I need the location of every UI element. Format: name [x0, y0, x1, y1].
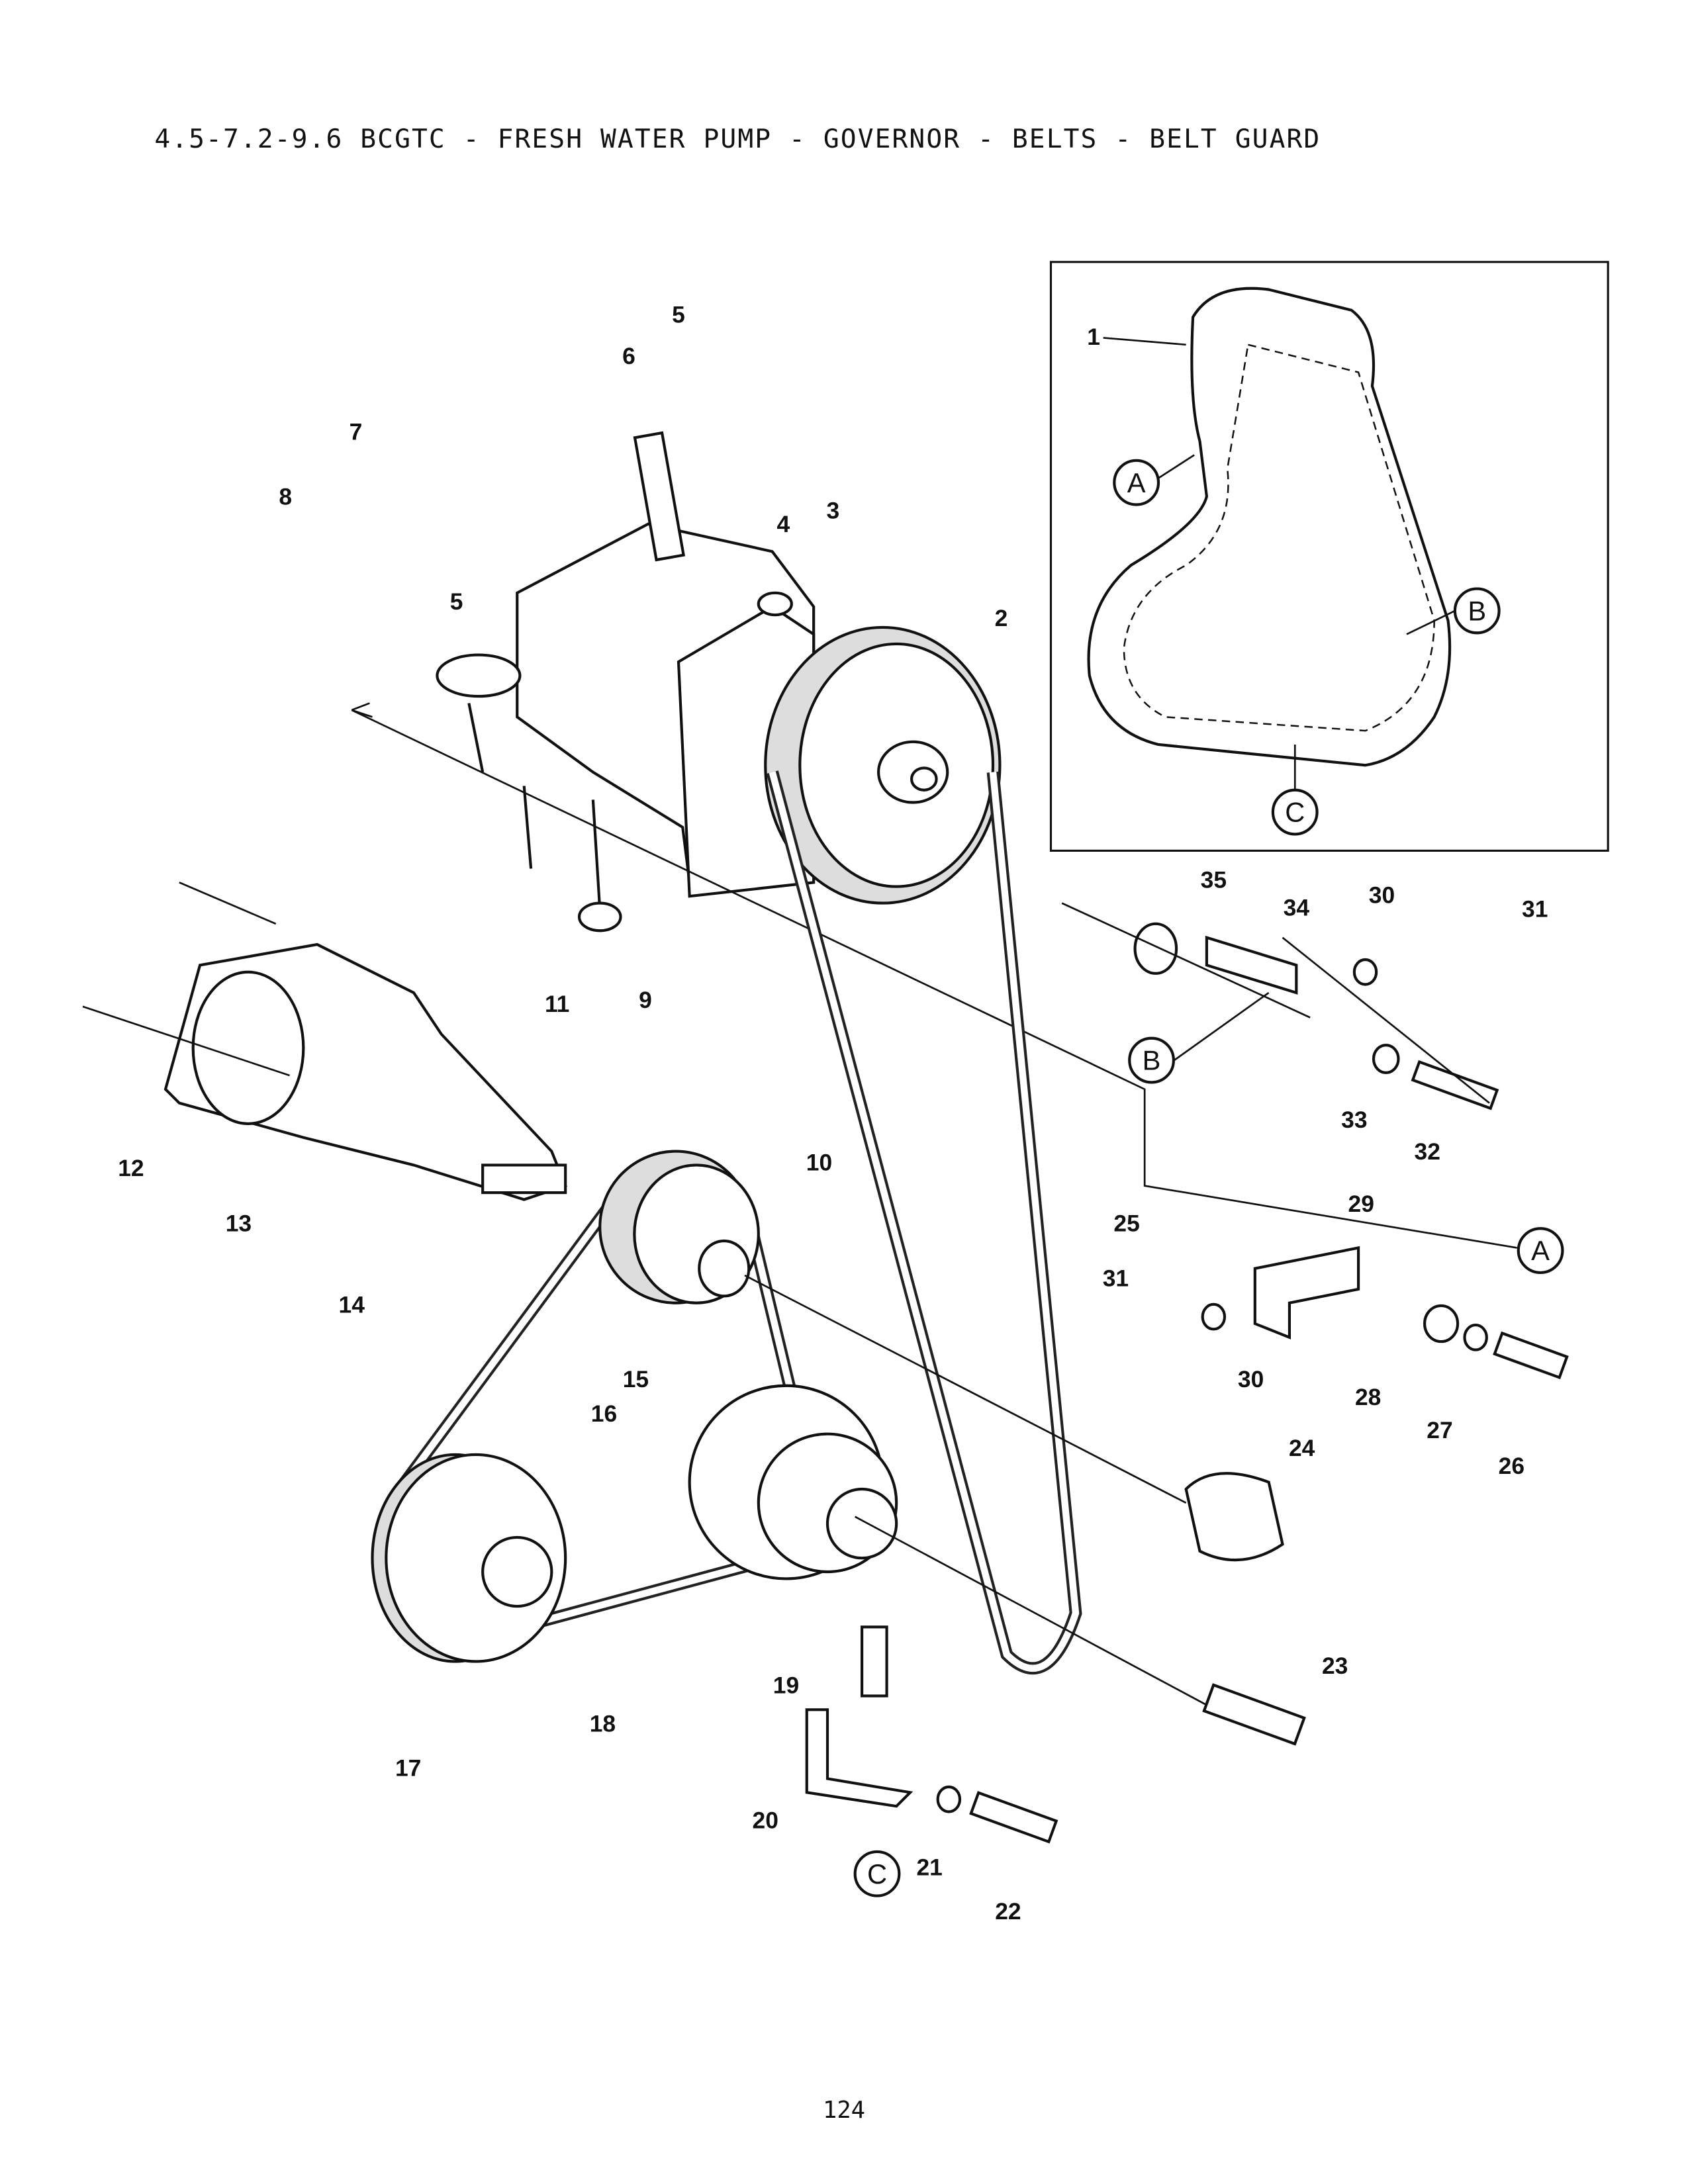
callout-17: 17: [395, 1754, 421, 1781]
callout-6: 6: [622, 343, 635, 369]
callout-16: 16: [591, 1400, 617, 1427]
callout-9: 9: [639, 987, 652, 1013]
callout-20: 20: [753, 1807, 778, 1834]
page-number: 124: [823, 2097, 865, 2124]
callout-31b: 31: [1522, 895, 1548, 922]
governor-pulley: [764, 625, 1002, 905]
callout-25: 25: [1113, 1210, 1139, 1236]
callout-10: 10: [806, 1150, 832, 1176]
callout-27: 27: [1427, 1417, 1452, 1443]
callout-28: 28: [1355, 1384, 1381, 1410]
ref-b: B: [1143, 1045, 1161, 1076]
callout-11: 11: [545, 991, 569, 1017]
callout-1: 1: [1087, 324, 1100, 350]
page-title: 4.5-7.2-9.6 BCGTC - FRESH WATER PUMP - G…: [154, 124, 1321, 154]
callout-8: 8: [279, 484, 292, 510]
ref-b-inset: B: [1468, 595, 1486, 626]
callout-3: 3: [826, 497, 839, 523]
callout-35: 35: [1201, 867, 1227, 893]
belt-guard-inset: [1049, 261, 1609, 852]
callout-29: 29: [1348, 1191, 1374, 1217]
pulley-10: [598, 1150, 760, 1304]
pulley-15: [688, 1384, 898, 1580]
callout-30b: 30: [1369, 882, 1395, 909]
callout-7: 7: [350, 419, 363, 445]
callout-2: 2: [995, 605, 1008, 631]
callout-30: 30: [1238, 1366, 1264, 1392]
ref-a-inset: A: [1127, 467, 1146, 498]
callout-31: 31: [1103, 1265, 1129, 1292]
ref-c-inset: C: [1285, 797, 1305, 828]
callout-5b: 5: [450, 588, 463, 615]
ref-c: C: [867, 1858, 887, 1889]
fresh-water-pump: [164, 942, 567, 1201]
callout-19: 19: [773, 1672, 799, 1698]
pulley-16: [371, 1453, 567, 1663]
callout-26: 26: [1499, 1453, 1524, 1479]
ref-a: A: [1531, 1235, 1550, 1266]
callout-32: 32: [1415, 1138, 1440, 1165]
callout-labels: 1 2 3 4 5 6 7 8 5 9 10 11 12 13 14 15 16…: [118, 302, 1548, 1925]
reference-letters: A B C B A C: [853, 459, 1564, 1897]
callout-33: 33: [1341, 1107, 1367, 1133]
callout-13: 13: [226, 1210, 252, 1236]
governor: [436, 431, 816, 933]
callout-23: 23: [1322, 1653, 1348, 1679]
hardware: [805, 922, 1569, 1844]
callout-21: 21: [916, 1854, 942, 1880]
callout-5: 5: [672, 302, 685, 328]
callout-4: 4: [776, 511, 790, 537]
callout-22: 22: [995, 1898, 1021, 1925]
belt-guard: [1087, 287, 1452, 767]
callout-34: 34: [1284, 894, 1310, 921]
callout-24: 24: [1289, 1435, 1315, 1461]
callout-12: 12: [118, 1155, 144, 1181]
callout-18: 18: [590, 1711, 616, 1737]
callout-15: 15: [623, 1366, 649, 1392]
callout-14: 14: [339, 1291, 365, 1318]
